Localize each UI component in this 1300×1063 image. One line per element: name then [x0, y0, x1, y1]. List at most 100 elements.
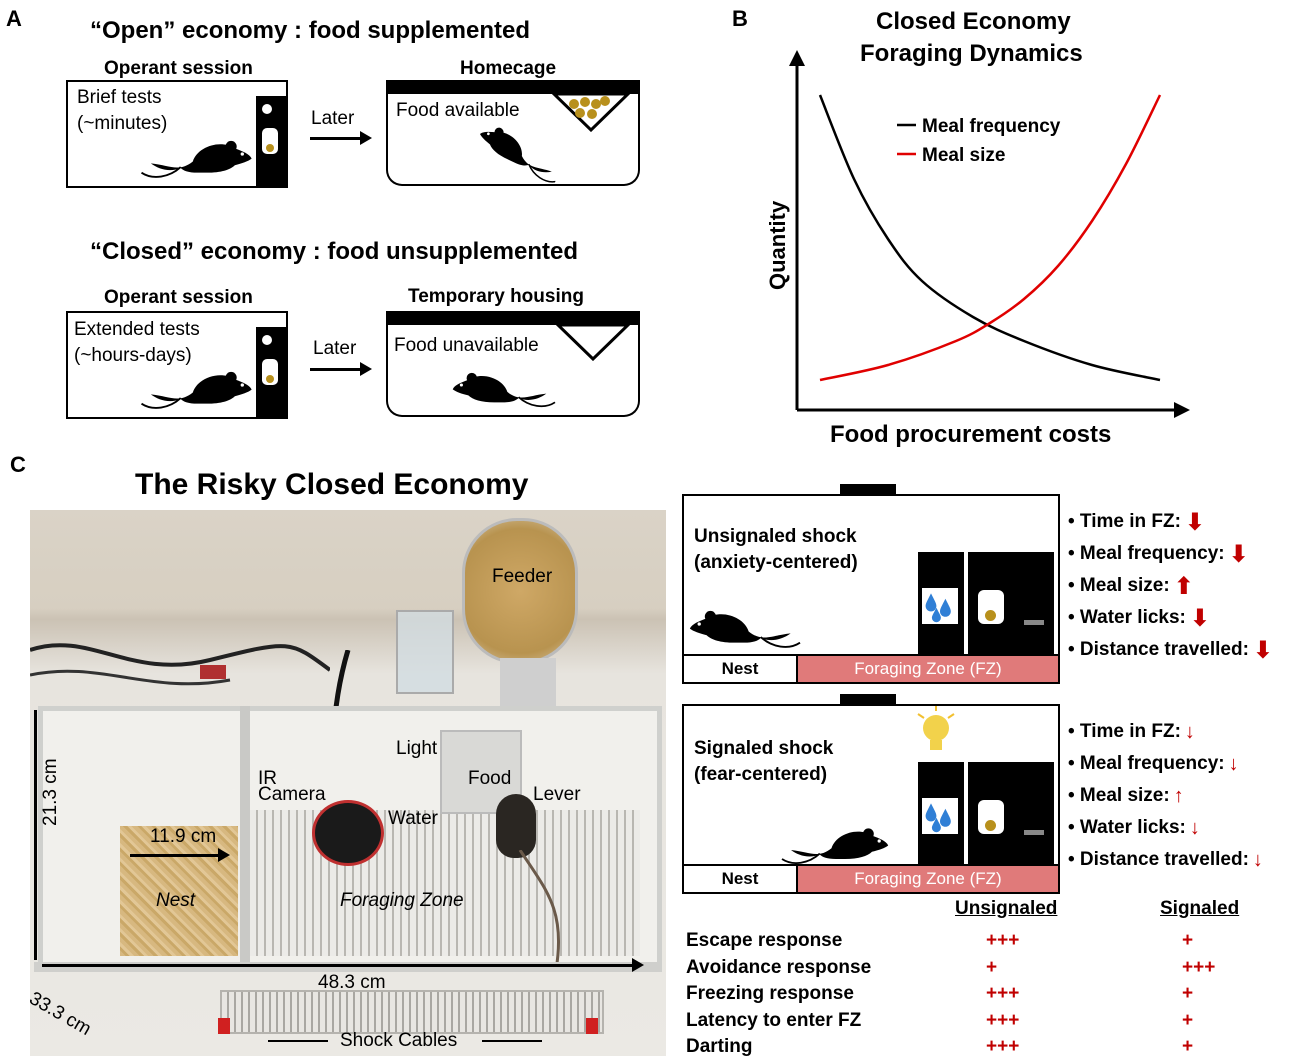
- response-label: Freezing response: [686, 983, 854, 1005]
- chart-title-line-2: Foraging Dynamics: [860, 40, 1083, 67]
- measure-item: • Water licks:⬇: [1068, 602, 1273, 634]
- water-port: [918, 762, 964, 864]
- height-label: 21.3 cm: [40, 758, 61, 826]
- response-table: Escape response++++Avoidance response+++…: [686, 928, 1215, 1061]
- signaled-value: +++: [1182, 956, 1216, 978]
- operant-lever-panel: [256, 327, 286, 417]
- food-port: [968, 552, 1014, 654]
- table-row: Escape response++++: [686, 928, 1215, 955]
- closed-later-label: Later: [313, 338, 357, 359]
- ir-label: IR: [258, 768, 277, 789]
- open-later-label: Later: [311, 108, 355, 129]
- nest-bedding: [120, 826, 238, 956]
- water-drops-icon: [922, 588, 958, 624]
- measure-label: • Water licks:: [1068, 817, 1186, 838]
- signaled-value: +: [1182, 930, 1194, 952]
- unsignaled-value: +++: [986, 983, 1020, 1005]
- mouse-icon: [140, 357, 255, 413]
- arrow-up-icon: ↑: [1173, 784, 1184, 807]
- open-operant-box: Brief tests (~minutes): [66, 80, 288, 188]
- signaled-foraging-zone: Foraging Zone (FZ): [798, 864, 1058, 892]
- signaled-box: Signaled shock (fear-centered) Nest Fora…: [682, 704, 1060, 894]
- lever-port: [1014, 552, 1054, 654]
- food-label: Food: [468, 768, 512, 789]
- water-port: [918, 552, 964, 654]
- shock-cable-strip: [220, 990, 604, 1034]
- lever-port: [1014, 762, 1054, 864]
- measure-item: • Meal size:↑: [1068, 780, 1263, 812]
- unsignaled-value: +++: [986, 1009, 1020, 1031]
- mouse-icon: [780, 814, 892, 868]
- nest-label: Nest: [156, 890, 196, 911]
- lever-icon: [1024, 620, 1044, 625]
- measure-item: • Distance travelled:⬇: [1068, 634, 1273, 666]
- measure-label: • Distance travelled:: [1068, 849, 1249, 870]
- arrow-down-icon: ↓: [1189, 816, 1200, 839]
- table-row: Avoidance response++++: [686, 955, 1215, 982]
- response-label: Latency to enter FZ: [686, 1009, 862, 1031]
- shock-cables-label: Shock Cables: [340, 1030, 458, 1051]
- measure-label: • Time in FZ:: [1068, 721, 1181, 742]
- y-axis-arrowhead: [789, 50, 805, 66]
- unsignaled-nest-zone: Nest: [684, 654, 798, 682]
- open-cage-text: Food available: [396, 100, 520, 121]
- signaled-value: +: [1182, 1009, 1194, 1031]
- x-axis-label: Food procurement costs: [830, 421, 1111, 448]
- length-label: 48.3 cm: [318, 972, 386, 993]
- unsignaled-value: +++: [986, 1036, 1020, 1058]
- arrow-down-icon: ↓: [1184, 720, 1195, 743]
- closed-operant-box: Extended tests (~hours-days): [66, 311, 288, 419]
- later-arrow: [310, 362, 372, 376]
- open-cage-title: Homecage: [460, 58, 557, 79]
- wall-cables: [30, 643, 330, 686]
- closed-operant-title: Operant session: [104, 287, 253, 308]
- arrow-down-icon: ↓: [1252, 848, 1263, 871]
- table-header-signaled: Signaled: [1160, 898, 1240, 919]
- closed-operant-text-2: (~hours-days): [74, 345, 192, 366]
- lightbulb-icon: [917, 706, 955, 750]
- measure-label: • Distance travelled:: [1068, 639, 1249, 660]
- unsignaled-box: Unsignaled shock (anxiety-centered) Nest…: [682, 494, 1060, 684]
- mouse-icon: [686, 596, 802, 652]
- measure-label: • Meal frequency:: [1068, 753, 1225, 774]
- ir-camera-board: [312, 800, 384, 866]
- light-label: Light: [396, 738, 438, 759]
- panel-c-label: C: [10, 452, 26, 477]
- foraging-dynamics-chart: Meal frequency Meal size Quantity Food p…: [765, 50, 1190, 448]
- closed-cage-title: Temporary housing: [408, 286, 584, 307]
- water-bottle: [396, 610, 454, 694]
- water-drops-icon: [922, 798, 958, 834]
- feeder-bowl: [462, 518, 578, 664]
- unsignaled-value: +: [986, 956, 998, 978]
- hopper-full-icon: [552, 92, 630, 132]
- pellet-icon: [985, 610, 996, 621]
- arrow-down-icon: ⬇: [1252, 636, 1273, 664]
- unsignaled-foraging-zone: Foraging Zone (FZ): [798, 654, 1058, 682]
- closed-operant-text-1: Extended tests: [74, 319, 200, 340]
- measure-item: • Time in FZ:⬇: [1068, 506, 1273, 538]
- light-icon: [262, 104, 272, 114]
- later-arrow: [310, 131, 372, 145]
- measure-label: • Meal size:: [1068, 785, 1170, 806]
- measure-label: • Meal size:: [1068, 575, 1170, 596]
- pellet-icon: [985, 820, 996, 831]
- lever-icon: [1024, 830, 1044, 835]
- signaled-nest-zone: Nest: [684, 864, 798, 892]
- pellet-icon: [266, 144, 274, 152]
- ceiling-camera-icon: [840, 484, 896, 496]
- table-header-unsignaled: Unsignaled: [955, 898, 1058, 919]
- response-label: Avoidance response: [686, 956, 872, 978]
- arrow-down-icon: ↓: [1228, 752, 1239, 775]
- shock-cables-right-arrow: [482, 1040, 542, 1042]
- series-meal-frequency: [818, 94, 1161, 382]
- unsignaled-value: +++: [986, 930, 1020, 952]
- nest-width-label: 11.9 cm: [150, 826, 217, 847]
- apparatus-photo: Feeder Light Food Lever IR Camera Water …: [30, 510, 666, 1056]
- closed-cage-text: Food unavailable: [394, 335, 539, 356]
- legend-meal-size: Meal size: [922, 145, 1005, 166]
- response-label: Escape response: [686, 930, 843, 952]
- unsignaled-title-1: Unsignaled shock: [694, 526, 857, 547]
- response-label: Darting: [686, 1036, 753, 1058]
- arrow-up-icon: ⬆: [1173, 572, 1194, 600]
- temporary-housing-box: Food unavailable: [386, 311, 640, 417]
